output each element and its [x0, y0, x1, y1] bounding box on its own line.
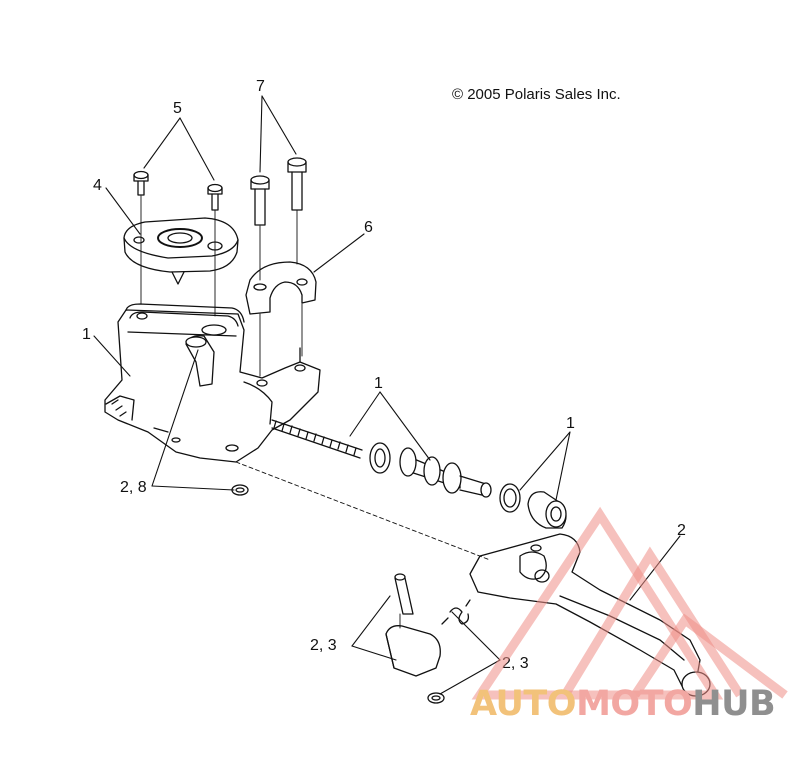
watermark-logo-triangles [471, 506, 788, 700]
pivot-pin [394, 573, 414, 615]
reservoir-cover-screw-left [133, 170, 149, 196]
watermark-text-hub: HUB [692, 684, 776, 724]
pin-clip [427, 692, 445, 704]
callout-1-piston: 1 [374, 375, 383, 392]
master-cylinder-body [104, 303, 321, 463]
return-spring [441, 599, 471, 625]
callout-7: 7 [256, 78, 265, 95]
dust-boot [527, 491, 567, 529]
callout-2-8: 2, 8 [120, 479, 147, 496]
piston [399, 447, 492, 498]
lever-block [385, 625, 441, 677]
reservoir-cover [123, 217, 239, 285]
callout-1-boot: 1 [566, 415, 575, 432]
clamp-bolt-left [250, 175, 270, 226]
piston-spring [271, 419, 363, 459]
callout-6: 6 [364, 219, 373, 236]
washer [499, 483, 521, 513]
reservoir-cover-screw-right [207, 183, 223, 211]
callout-5: 5 [173, 100, 182, 117]
copyright-notice: © 2005 Polaris Sales Inc. [452, 86, 621, 103]
callout-2-3-left: 2, 3 [310, 637, 337, 654]
callout-2-lever: 2 [677, 522, 686, 539]
handlebar-clamp [245, 261, 317, 315]
watermark-text: AUTOMOTOHUB [470, 684, 776, 724]
callout-1-body: 1 [82, 326, 91, 343]
piston-seal-ring [369, 442, 391, 474]
assembly-lines [140, 195, 491, 629]
leader-lines [93, 95, 681, 695]
watermark-text-moto: MOTO [576, 684, 693, 724]
clamp-bolt-right [287, 157, 307, 211]
watermark-text-auto: AUTO [470, 684, 577, 724]
callout-4: 4 [93, 177, 102, 194]
